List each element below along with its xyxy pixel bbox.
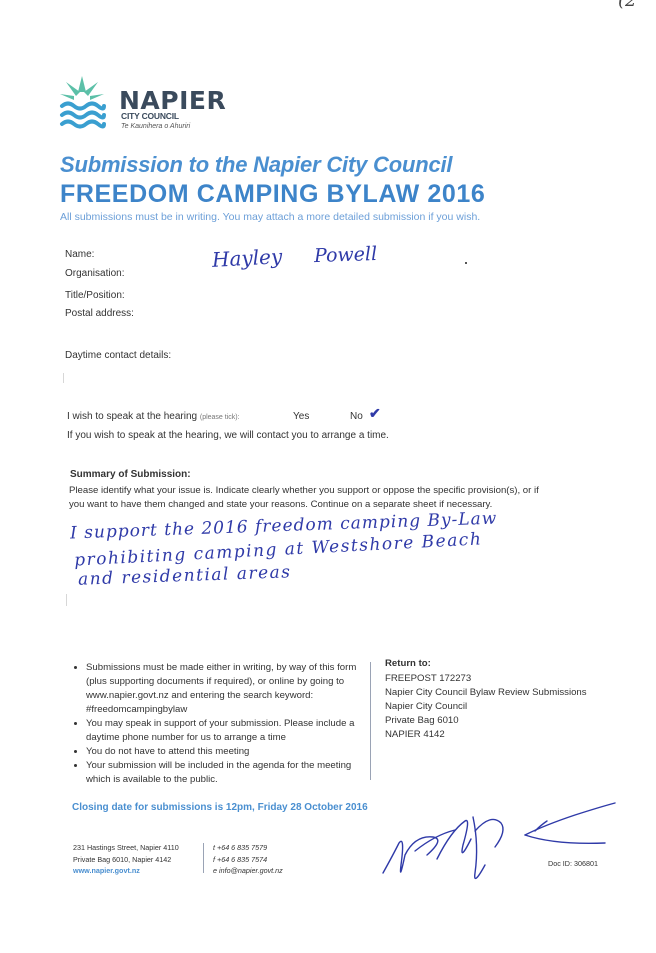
footer-fax: f +64 6 835 7574 [213, 854, 268, 864]
footer-address-line: Private Bag 6010, Napier 4142 [73, 854, 172, 864]
name-last-handwritten[interactable]: Powell [313, 242, 378, 268]
form-title-line1: Submission to the Napier City Council [60, 152, 453, 177]
napier-logo-icon [56, 72, 108, 134]
info-bullet: You may speak in support of your submiss… [86, 717, 362, 745]
logo-subtitle: CITY COUNCIL [121, 111, 179, 121]
footer-address: 231 Hastings Street, Napier 4110 Private… [73, 842, 179, 877]
summary-instructions-1: Please identify what your issue is. Indi… [69, 485, 539, 496]
hearing-question: I wish to speak at the hearing (please t… [67, 411, 240, 422]
summary-instructions-2: you want to have them changed and state … [69, 499, 493, 510]
footer-website-link[interactable]: www.napier.govt.nz [73, 866, 140, 875]
intro-text: All submissions must be in writing. You … [60, 211, 481, 223]
return-address: FREEPOST 172273 Napier City Council Byla… [385, 672, 587, 742]
signature-image [375, 795, 625, 895]
hearing-question-text: I wish to speak at the hearing [67, 411, 198, 422]
footer-address-line: 231 Hastings Street, Napier 4110 [73, 843, 179, 852]
stray-dot [465, 262, 467, 264]
page-mark: (2 [618, 0, 637, 11]
hearing-yes-label[interactable]: Yes [293, 411, 310, 422]
footer-contacts: t +64 6 835 7579 f +64 6 835 7574 e info… [213, 842, 283, 877]
summary-heading: Summary of Submission: [70, 469, 191, 480]
info-bullet: Submissions must be made either in writi… [86, 661, 362, 717]
return-heading: Return to: [385, 658, 431, 669]
hearing-no-label[interactable]: No [350, 411, 363, 422]
footer-email[interactable]: e info@napier.govt.nz [213, 866, 283, 875]
title-position-label: Title/Position: [65, 290, 125, 301]
postal-address-label: Postal address: [65, 308, 134, 319]
return-line: NAPIER 4142 [385, 729, 445, 740]
organisation-label: Organisation: [65, 268, 125, 279]
footer-divider [203, 843, 204, 873]
form-title-line2: FREEDOM CAMPING BYLAW 2016 [60, 180, 486, 208]
name-first-handwritten[interactable]: Hayley [211, 244, 283, 272]
closing-date: Closing date for submissions is 12pm, Fr… [72, 802, 368, 813]
hearing-note: If you wish to speak at the hearing, we … [67, 430, 389, 441]
return-line: FREEPOST 172273 [385, 673, 472, 684]
tick-icon[interactable]: ✔ [369, 405, 381, 421]
daytime-contact-label: Daytime contact details: [65, 350, 172, 361]
info-bullet: You do not have to attend this meeting [86, 745, 362, 759]
footer-phone: t +64 6 835 7579 [213, 843, 268, 852]
info-bullets: Submissions must be made either in writi… [72, 661, 362, 787]
info-bullet: Your submission will be included in the … [86, 759, 362, 787]
logo-maori-name: Te Kaunihera o Ahuriri [121, 123, 191, 130]
logo-name: NAPIER [119, 86, 227, 115]
scan-mark [63, 373, 64, 383]
scan-mark [66, 594, 67, 606]
info-divider [370, 662, 371, 780]
doc-id: Doc ID: 306801 [548, 859, 598, 868]
name-label: Name: [65, 249, 95, 260]
return-line: Napier City Council [385, 701, 468, 712]
return-line: Napier City Council Bylaw Review Submiss… [385, 687, 587, 698]
hearing-hint: (please tick): [199, 414, 240, 421]
return-line: Private Bag 6010 [385, 715, 459, 726]
